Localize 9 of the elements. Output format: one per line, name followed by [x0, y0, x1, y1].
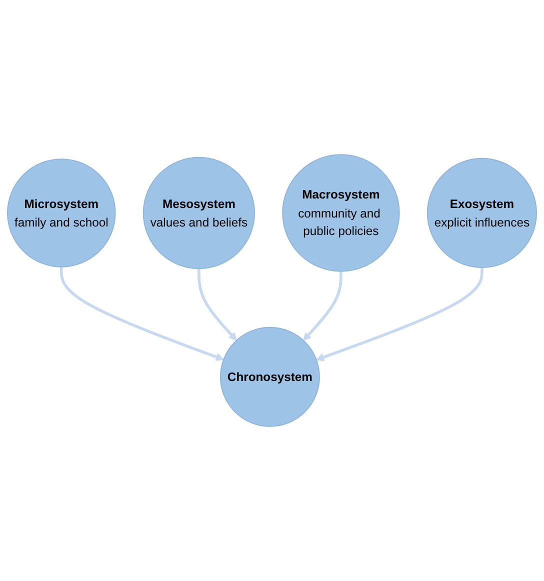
arrow	[198, 268, 237, 341]
node-circle: Macrosystem community and public policies	[282, 154, 400, 272]
node-circle: Exosystem explicit influences	[426, 158, 537, 268]
node-circle: Chronosystem	[220, 326, 320, 427]
node-circle: Microsystem family and school	[7, 158, 116, 268]
arrow	[316, 268, 484, 362]
arrow	[303, 271, 342, 341]
node-circle: Mesosystem values and beliefs	[142, 156, 256, 270]
arrow	[60, 266, 224, 361]
